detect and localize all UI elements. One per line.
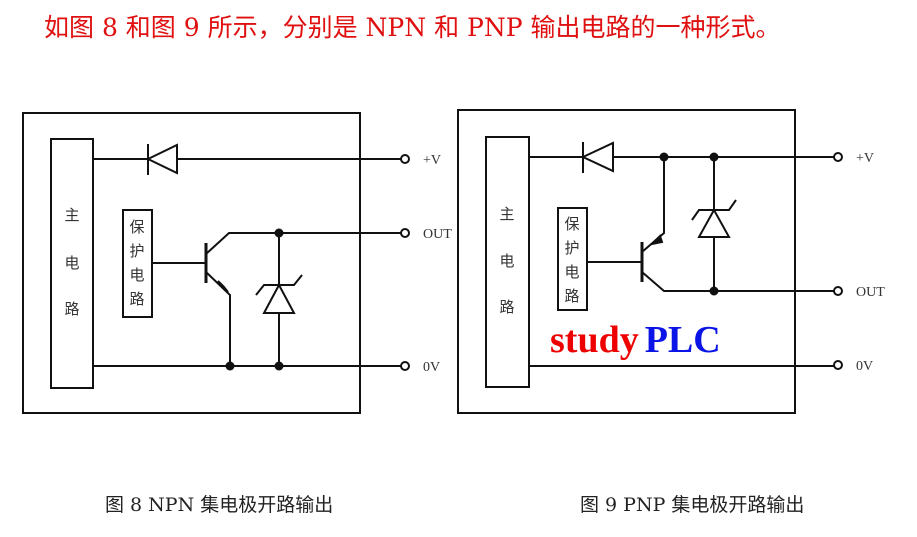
terminal-label-0v: 0V <box>856 359 873 374</box>
terminal-label-out: OUT <box>423 227 452 242</box>
pnp-protect-char: 路 <box>564 287 579 305</box>
npn-enclosure <box>22 112 361 414</box>
npn-main-char: 路 <box>64 300 79 318</box>
npn-protect-char: 护 <box>129 242 144 260</box>
terminal-label-0v: 0V <box>423 360 440 375</box>
pnp-main-circuit-box <box>485 136 530 388</box>
npn-main-char: 主 <box>64 206 79 224</box>
terminal-label-vplus: +V <box>856 151 874 166</box>
npn-main-circuit-box <box>50 138 94 389</box>
emitter-arrow-icon <box>648 234 664 246</box>
npn-out-wire <box>205 232 401 255</box>
npn-terminals <box>400 154 410 371</box>
pnp-terminals <box>833 152 843 370</box>
pnp-protect-box <box>557 207 588 311</box>
terminal-label-out: OUT <box>856 285 885 300</box>
npn-protect-char: 路 <box>129 290 144 308</box>
zener-diode-icon <box>255 274 303 314</box>
npn-caption: 图 8 NPN 集电极开路输出 <box>105 494 334 516</box>
pnp-emitter-wire <box>641 157 665 253</box>
pnp-main-char: 主 <box>499 205 514 223</box>
pnp-enclosure <box>457 109 796 414</box>
npn-main-char: 电 <box>64 254 79 272</box>
junction-dots <box>659 152 719 296</box>
pnp-diagram: 主 电 路 保 护 电 路 <box>457 109 885 414</box>
logo-plc: PLC <box>645 319 721 361</box>
pnp-protect-char: 护 <box>564 239 579 257</box>
pnp-main-char: 路 <box>499 298 514 316</box>
pnp-main-char: 电 <box>499 252 514 270</box>
pnp-protect-char: 保 <box>564 215 579 233</box>
pnp-caption: 图 9 PNP 集电极开路输出 <box>580 494 805 516</box>
npn-emitter-wire <box>205 271 231 366</box>
zener-diode-icon <box>691 199 737 238</box>
pnp-protect-char: 电 <box>564 263 579 281</box>
emitter-arrow-icon <box>217 280 229 293</box>
npn-protect-char: 保 <box>129 218 144 236</box>
junction-dots <box>225 228 284 371</box>
diode-icon <box>145 143 178 175</box>
npn-protect-char: 电 <box>129 266 144 284</box>
npn-diagram: 主 电 路 保 护 电 路 <box>22 112 452 414</box>
pnp-out-wire <box>641 271 834 292</box>
logo-study: study <box>550 319 639 361</box>
page-title: 如图 8 和图 9 所示，分别是 NPN 和 PNP 输出电路的一种形式。 <box>44 13 781 42</box>
diode-icon <box>580 141 614 173</box>
terminal-label-vplus: +V <box>423 153 441 168</box>
